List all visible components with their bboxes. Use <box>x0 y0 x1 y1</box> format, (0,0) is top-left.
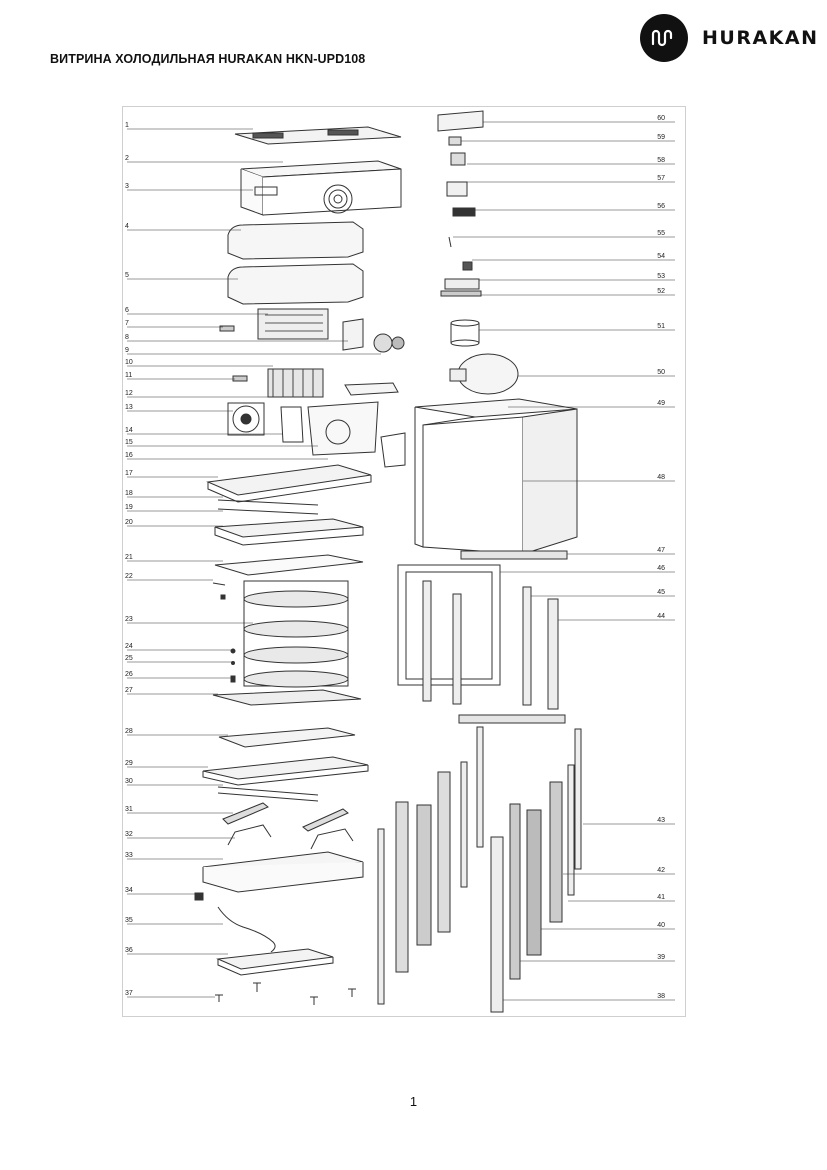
callout-label: 7 <box>125 320 129 327</box>
callout-label: 17 <box>125 470 133 477</box>
diagram-canvas: 1234567891011121314151617181920212223242… <box>125 110 675 1013</box>
document-title: ВИТРИНА ХОЛОДИЛЬНАЯ HURAKAN HKN-UPD108 <box>50 52 366 66</box>
callout-label: 27 <box>125 687 133 694</box>
callout-label: 50 <box>657 369 665 376</box>
callout-label: 31 <box>125 806 133 813</box>
callout-label: 57 <box>657 175 665 182</box>
callout-label: 36 <box>125 947 133 954</box>
callout-label: 16 <box>125 452 133 459</box>
callout-label: 56 <box>657 203 665 210</box>
callout-label: 33 <box>125 852 133 859</box>
callout-label: 23 <box>125 616 133 623</box>
callout-label: 40 <box>657 922 665 929</box>
callout-label: 37 <box>125 990 133 997</box>
callout-label: 2 <box>125 155 129 162</box>
callout-label: 47 <box>657 547 665 554</box>
callout-label: 19 <box>125 504 133 511</box>
page-number: 1 <box>409 1094 418 1109</box>
callout-label: 43 <box>657 817 665 824</box>
callout-label: 15 <box>125 439 133 446</box>
hurakan-logo-icon <box>640 14 688 62</box>
callout-label: 24 <box>125 643 133 650</box>
callout-label: 60 <box>657 115 665 122</box>
callout-label: 30 <box>125 778 133 785</box>
callout-label: 38 <box>657 993 665 1000</box>
callout-label: 25 <box>125 655 133 662</box>
callout-label: 52 <box>657 288 665 295</box>
callout-label: 13 <box>125 404 133 411</box>
callout-label: 22 <box>125 573 133 580</box>
callout-label: 46 <box>657 565 665 572</box>
callout-label: 9 <box>125 347 129 354</box>
callout-label: 53 <box>657 273 665 280</box>
callout-label: 51 <box>657 323 665 330</box>
callout-label: 26 <box>125 671 133 678</box>
brand-logo: HURAKAN <box>640 14 819 62</box>
callout-label: 6 <box>125 307 129 314</box>
callout-label: 10 <box>125 359 133 366</box>
callout-label: 39 <box>657 954 665 961</box>
callout-label: 12 <box>125 390 133 397</box>
callout-label: 8 <box>125 334 129 341</box>
callout-label: 32 <box>125 831 133 838</box>
callout-label: 49 <box>657 400 665 407</box>
callout-label: 28 <box>125 728 133 735</box>
callout-label: 55 <box>657 230 665 237</box>
callout-label: 58 <box>657 157 665 164</box>
callout-label: 59 <box>657 134 665 141</box>
callout-label: 20 <box>125 519 133 526</box>
callout-label: 3 <box>125 183 129 190</box>
callout-label: 54 <box>657 253 665 260</box>
callout-label: 5 <box>125 272 129 279</box>
callout-label: 35 <box>125 917 133 924</box>
callout-label: 18 <box>125 490 133 497</box>
callout-label: 41 <box>657 894 665 901</box>
callout-label: 42 <box>657 867 665 874</box>
callout-label: 29 <box>125 760 133 767</box>
callout-label: 11 <box>125 372 132 379</box>
callout-label: 48 <box>657 474 665 481</box>
callout-label: 1 <box>125 122 129 129</box>
callout-label: 14 <box>125 427 133 434</box>
callout-label: 21 <box>125 554 133 561</box>
brand-name: HURAKAN <box>702 27 819 49</box>
callout-label: 34 <box>125 887 133 894</box>
callout-label: 4 <box>125 223 129 230</box>
callout-label: 45 <box>657 589 665 596</box>
callout-label: 44 <box>657 613 665 620</box>
